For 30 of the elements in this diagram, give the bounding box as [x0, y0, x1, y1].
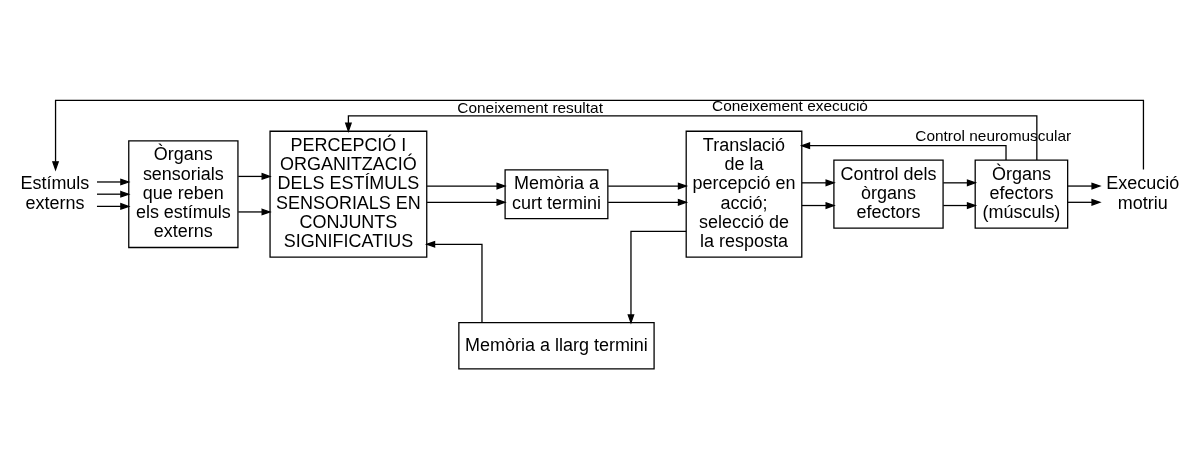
arrow — [426, 182, 507, 190]
arrow — [607, 182, 689, 190]
arrow — [51, 99, 1145, 172]
arrow — [801, 201, 836, 210]
node-box: Memòria a llarg termini — [458, 322, 655, 370]
arrow — [96, 202, 131, 210]
arrow — [942, 179, 978, 187]
arrow — [801, 179, 836, 187]
arrow — [96, 190, 131, 198]
node-box: PERCEPCIÓ I ORGANITZACIÓ DELS ESTÍMULS SENSORIALS EN CONJUNTS SIGNIFICATIUS — [269, 130, 428, 258]
arrow — [1067, 182, 1102, 190]
node-box: Òrgans sensorials que reben els estímuls externs — [128, 140, 239, 249]
arrow — [237, 172, 272, 181]
arrow — [426, 198, 507, 206]
node-box: Òrgans efectors (músculs) — [974, 159, 1069, 229]
node-box: Control dels òrgans efectors — [833, 159, 944, 229]
node-box: Translació de la percepció en acció; selecció de la resposta — [685, 130, 803, 258]
node-text: Execució motriu — [1106, 173, 1180, 213]
node-text: Estímuls externs — [20, 173, 90, 213]
edge-label: Coneixement resultat — [457, 98, 603, 116]
arrow — [96, 178, 131, 186]
arrow — [1067, 198, 1102, 206]
arrow — [237, 208, 272, 216]
edge-label: Coneixement execució — [712, 97, 868, 115]
arrow — [627, 230, 687, 325]
arrow — [607, 198, 689, 206]
arrow — [344, 115, 1038, 161]
arrow — [424, 240, 483, 323]
node-box: Memòria a curt termini — [504, 169, 609, 220]
arrow — [942, 201, 978, 210]
